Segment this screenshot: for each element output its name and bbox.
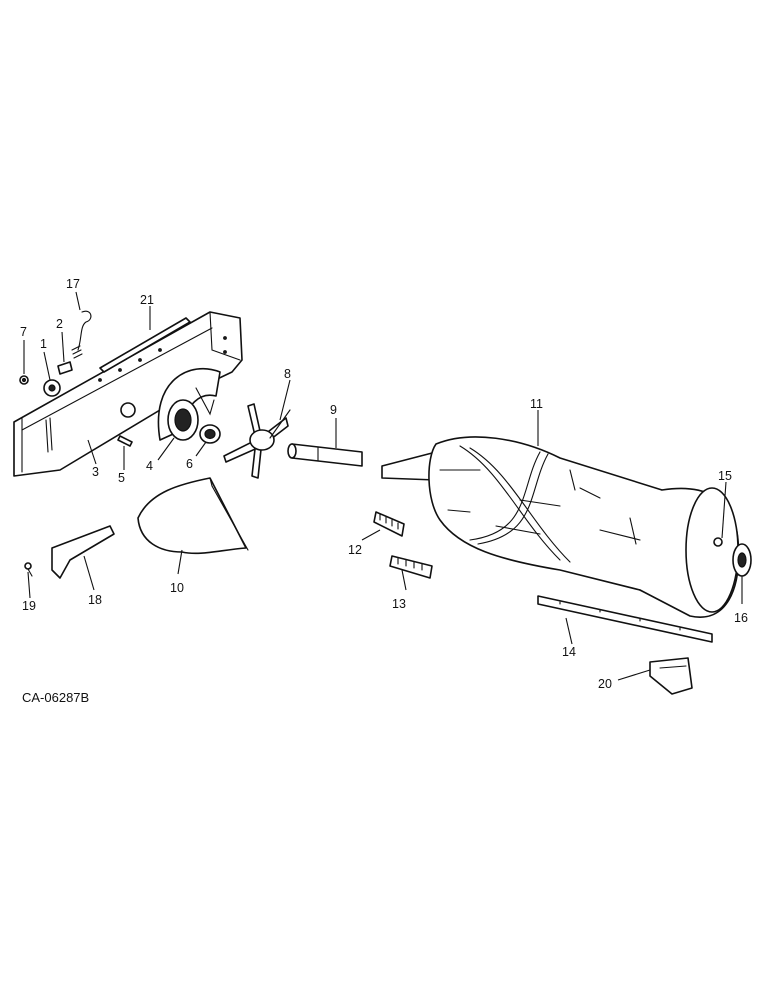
- part-16-hub: [732, 543, 752, 577]
- callout-20: 20: [598, 677, 612, 691]
- callout-10: 10: [170, 581, 184, 595]
- callout-8: 8: [284, 367, 291, 381]
- callout-7: 7: [20, 325, 27, 339]
- part-5-bolt: [117, 435, 133, 447]
- part-3-frame: [13, 311, 243, 477]
- callout-4: 4: [146, 459, 153, 473]
- part-15-plug: [713, 537, 723, 547]
- part-4-gearcase: [157, 367, 221, 441]
- callout-14: 14: [562, 645, 576, 659]
- part-8-impeller: [223, 403, 291, 479]
- part-9-shaft: [287, 443, 363, 467]
- part-17-spring: [71, 310, 92, 359]
- part-19-screw: [24, 562, 33, 577]
- part-7-nut: [19, 375, 29, 385]
- callout-9: 9: [330, 403, 337, 417]
- callout-1: 1: [40, 337, 47, 351]
- callout-5: 5: [118, 471, 125, 485]
- part-10-shield: [137, 477, 249, 555]
- part-21-strip: [99, 317, 191, 373]
- callout-13: 13: [392, 597, 406, 611]
- part-14-strip: [537, 595, 713, 643]
- part-1-gear: [43, 379, 61, 397]
- callout-labels: 7 1 2 17 21 3 5 4 6 8 9 11 15 16 12 13 1…: [20, 277, 748, 691]
- callout-19: 19: [22, 599, 36, 613]
- callout-12: 12: [348, 543, 362, 557]
- part-18-plate: [51, 525, 115, 579]
- callout-3: 3: [92, 465, 99, 479]
- callout-17: 17: [66, 277, 80, 291]
- callout-18: 18: [88, 593, 102, 607]
- part-20-bracket: [649, 657, 693, 695]
- leader-lines: [23, 291, 743, 681]
- callout-16: 16: [734, 611, 748, 625]
- part-11-drum: [381, 436, 740, 618]
- part-6-bearing: [199, 424, 221, 444]
- callout-21: 21: [140, 293, 154, 307]
- part-13-bar: [389, 555, 433, 579]
- callout-6: 6: [186, 457, 193, 471]
- callout-2: 2: [56, 317, 63, 331]
- part-2-pin: [57, 361, 73, 375]
- drawing-code: CA-06287B: [22, 690, 89, 705]
- callout-11: 11: [530, 397, 543, 411]
- callout-15: 15: [718, 469, 732, 483]
- part-12-bar: [373, 511, 405, 537]
